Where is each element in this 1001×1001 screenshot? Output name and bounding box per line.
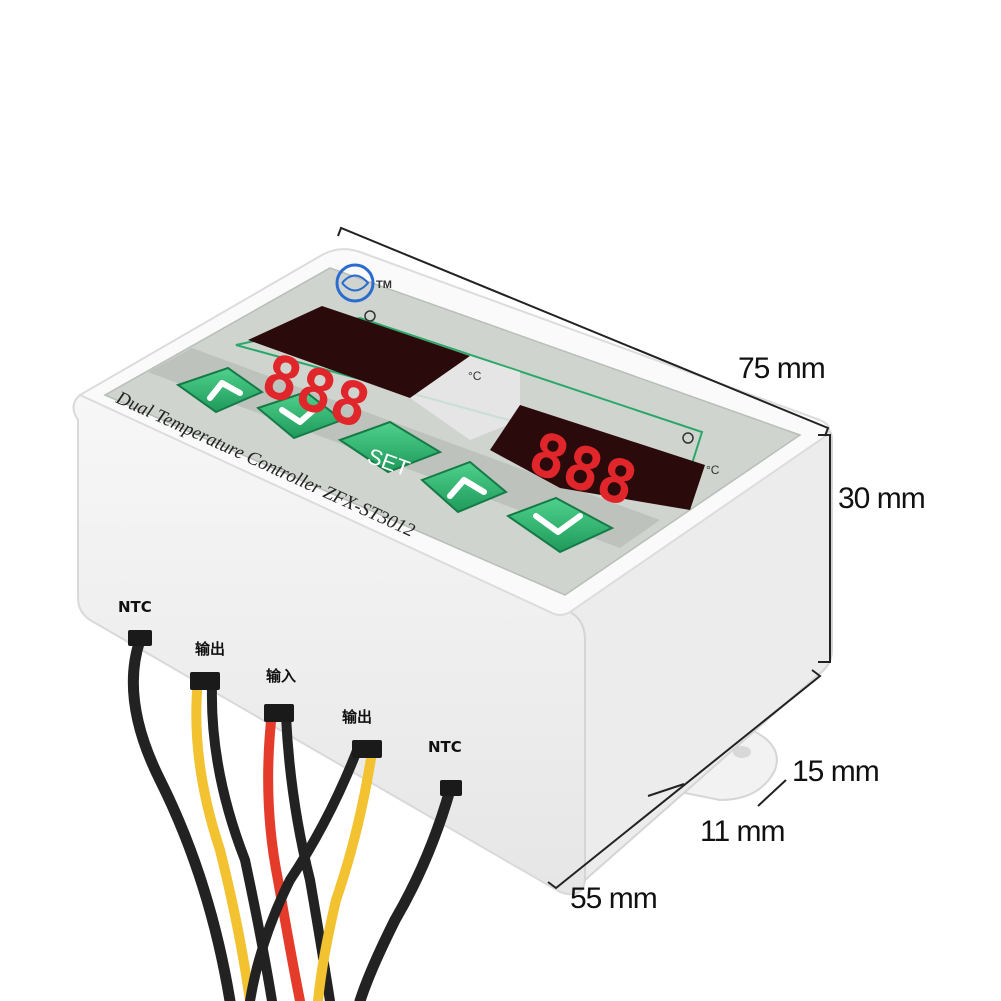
dimension-tab-offset-label: 11 mm [700, 815, 785, 848]
wire-out-2b [313, 747, 377, 1001]
wire-ntc-2 [354, 784, 456, 1001]
button-up-left[interactable] [175, 366, 265, 414]
wire-sockets [128, 630, 462, 796]
display-right [490, 405, 705, 510]
wire-label-output-right: 输出 [342, 708, 373, 726]
unit-right: °C [706, 463, 720, 477]
button-down-right[interactable] [505, 496, 615, 554]
brand-trademark: TM [376, 279, 392, 291]
wire-label-output-left: 输出 [195, 640, 226, 658]
wire-ntc-1 [127, 634, 236, 1001]
mounting-hole [733, 746, 751, 758]
chevron-down-icon [279, 405, 319, 425]
dimension-lines [337, 226, 831, 890]
dim-line-tab [757, 779, 787, 807]
wire-out-1a [191, 675, 255, 1001]
button-up-right[interactable] [420, 460, 508, 514]
unit-left: °C [468, 369, 482, 383]
button-down-left[interactable] [255, 390, 345, 440]
dimension-height-label: 30 mm [838, 482, 926, 515]
set-button[interactable] [337, 420, 443, 474]
chevron-up-icon [447, 477, 487, 499]
dim-line-height [818, 434, 831, 663]
dimension-depth-label: 55 mm [570, 882, 658, 915]
dimension-tab-width-label: 15 mm [792, 755, 880, 788]
wire-in-a [263, 707, 305, 1001]
dim-line-length [337, 226, 830, 437]
dimension-length-label: 75 mm [738, 352, 826, 385]
brand-logo [335, 263, 375, 303]
brand-logo-swirl [341, 274, 370, 292]
wire-label-input: 输入 [266, 667, 297, 685]
dim-line-tab-offset [647, 783, 685, 797]
wire-out-2a [245, 743, 363, 1001]
dim-line-depth [547, 669, 822, 890]
chevron-down-icon [533, 513, 583, 535]
display-left [248, 306, 520, 440]
indicator-led-left [364, 310, 376, 322]
wires [127, 634, 456, 1001]
indicator-led-right [682, 432, 694, 444]
wire-label-ntc-left: NTC [118, 598, 152, 616]
wire-label-ntc-right: NTC [428, 738, 462, 756]
chevron-up-icon [207, 380, 243, 401]
